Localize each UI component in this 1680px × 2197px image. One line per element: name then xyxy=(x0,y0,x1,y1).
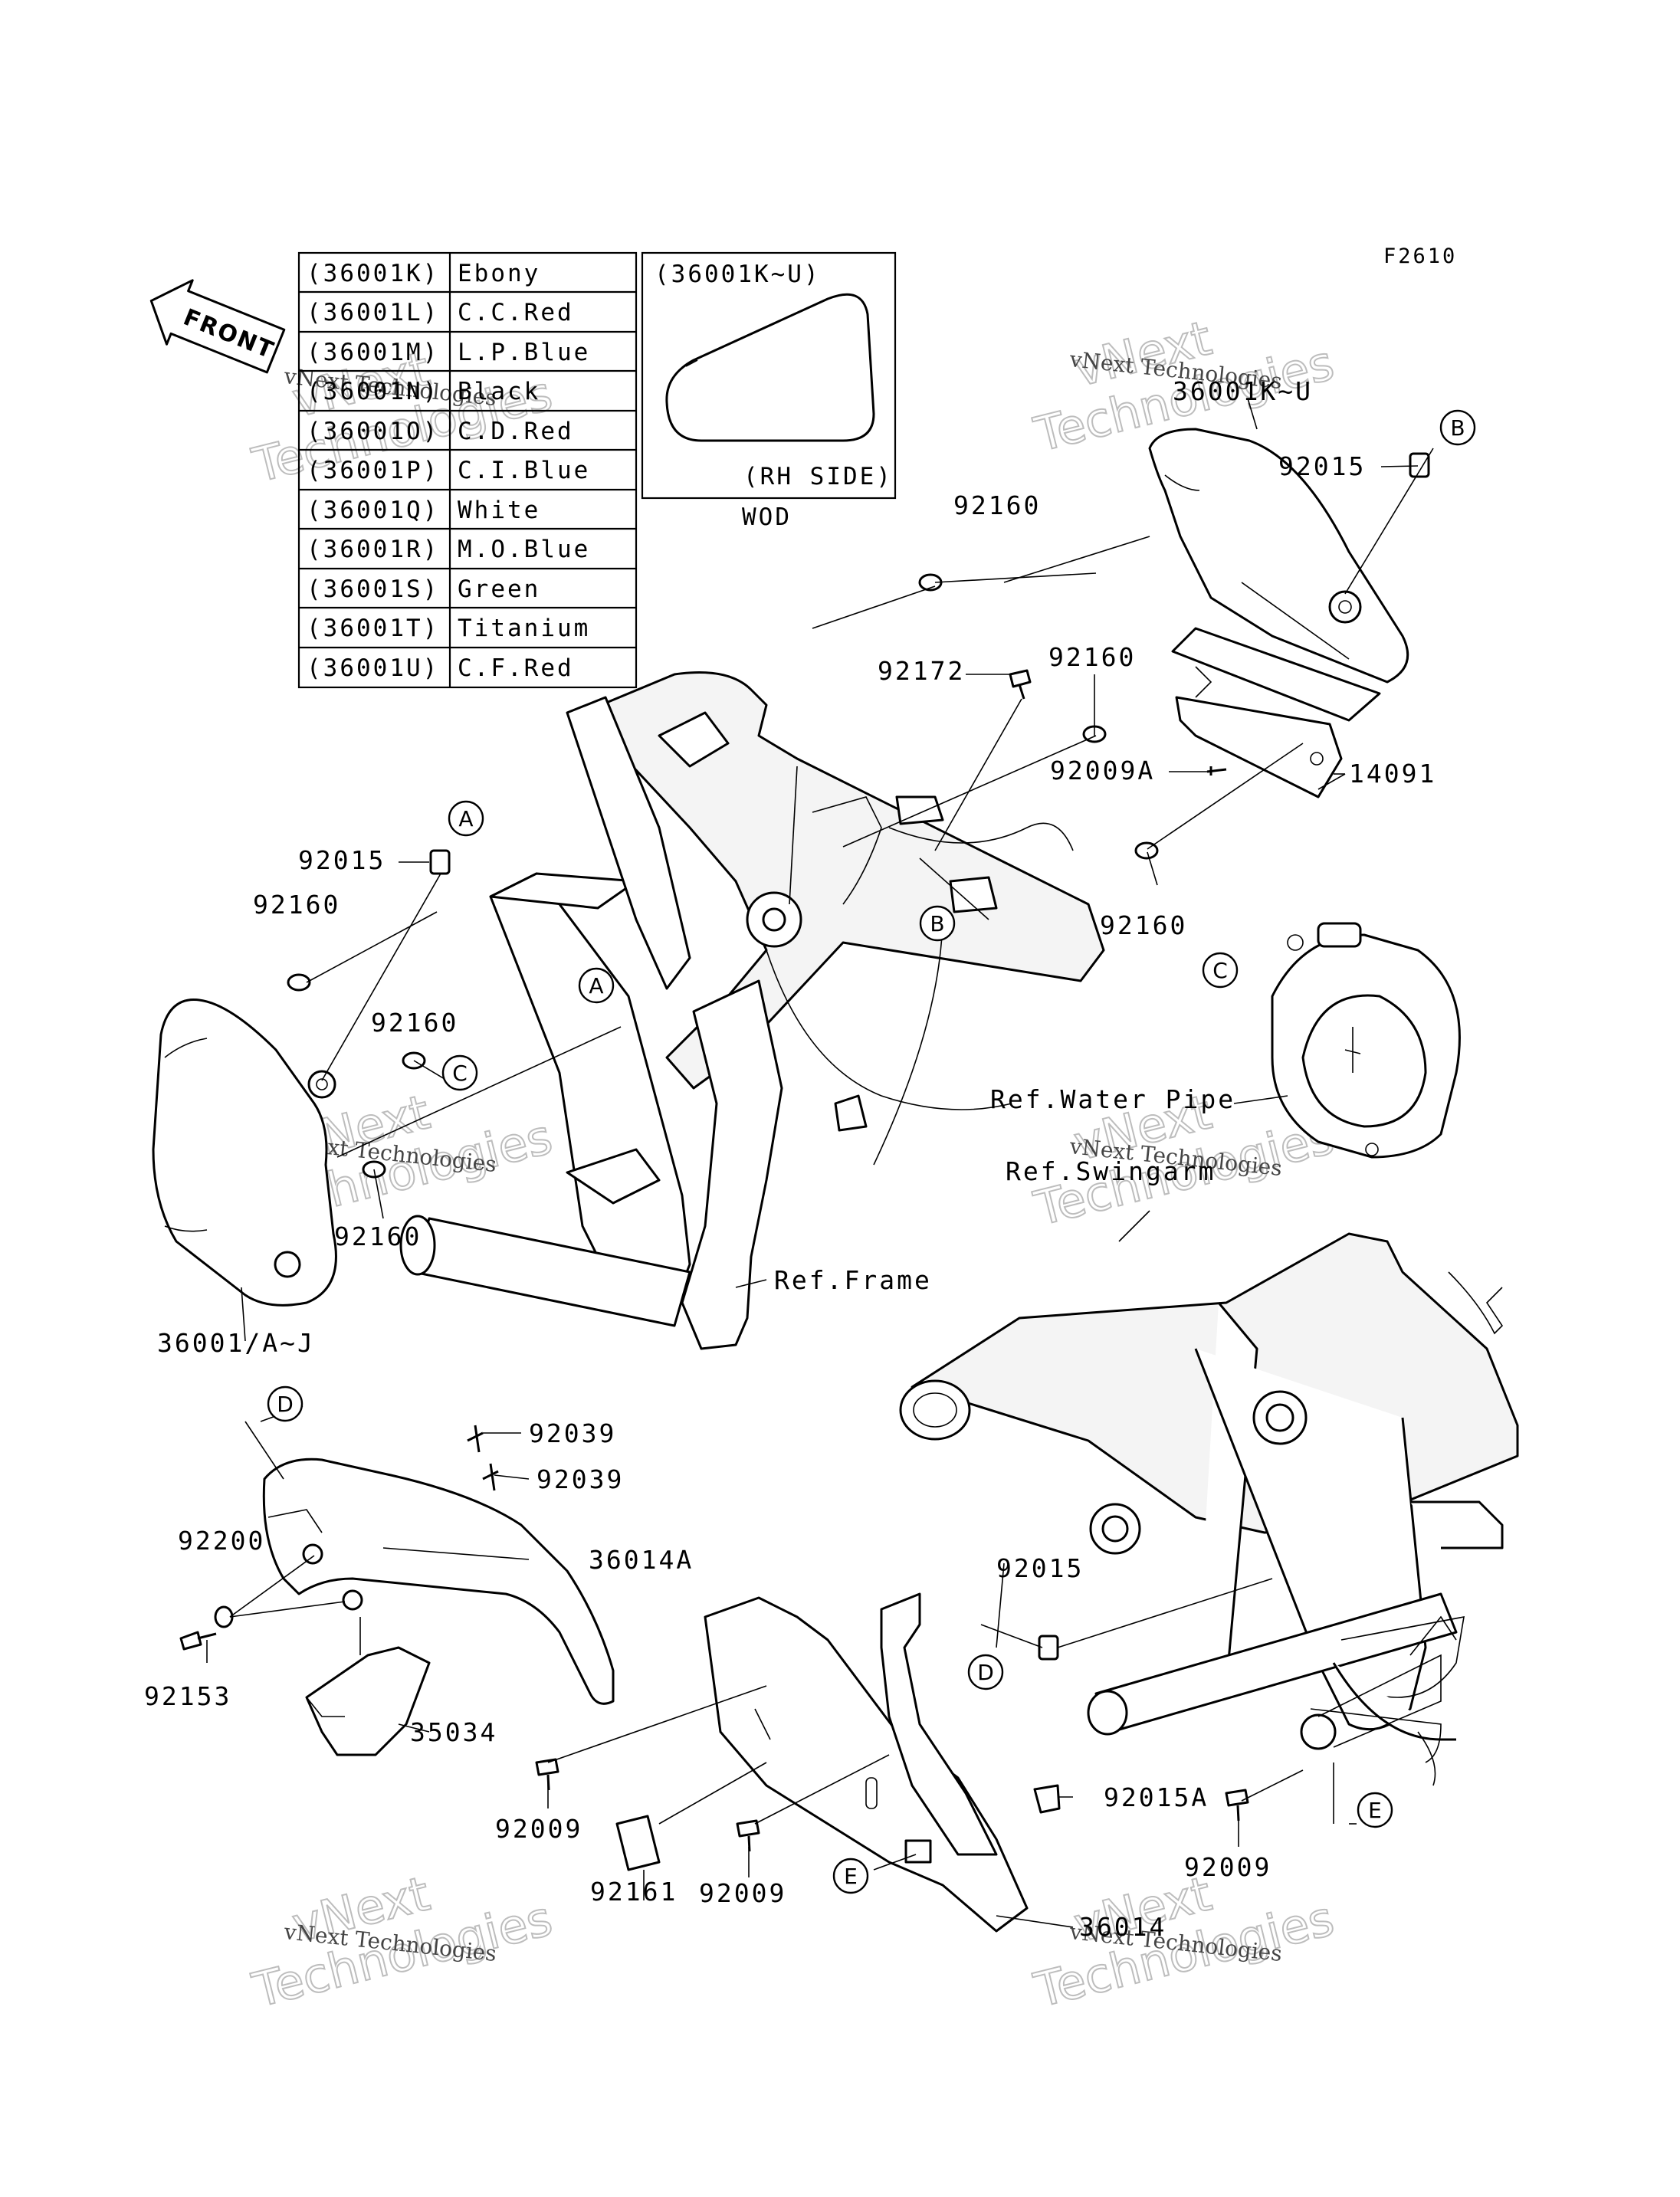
part-label: 35034 xyxy=(410,1717,497,1747)
clip-icon xyxy=(482,1463,499,1491)
right-side-cover xyxy=(1148,428,1409,684)
color-code: (36001L) xyxy=(307,299,439,326)
color-code: (36001S) xyxy=(307,575,439,603)
ref-frame: Ref.Frame xyxy=(774,1265,932,1295)
color-code: (36001U) xyxy=(307,654,439,682)
part-label: 92039 xyxy=(529,1418,616,1448)
grommet-icon xyxy=(287,973,311,992)
left-side-cover xyxy=(152,998,337,1307)
part-label: 92160 xyxy=(334,1221,422,1251)
color-name: White xyxy=(458,497,540,524)
washer-icon xyxy=(214,1605,234,1628)
inset-note: WOD xyxy=(742,503,792,531)
color-code: (36001O) xyxy=(307,418,439,445)
part-label: 36001K~U xyxy=(1173,376,1313,406)
swingarm xyxy=(899,1232,1519,1786)
part-label: 92161 xyxy=(590,1877,678,1907)
color-code: (36001Q) xyxy=(307,497,439,524)
callout-a: A xyxy=(589,973,603,998)
part-label: 92172 xyxy=(878,656,965,686)
callout-c: C xyxy=(452,1061,468,1086)
color-table: (36001K) Ebony (36001L) C.C.Red (36001M)… xyxy=(297,251,638,689)
front-arrow-icon: FRONT xyxy=(149,279,286,374)
part-label: 92200 xyxy=(178,1526,265,1556)
part-labels: 36001K~U 92015 92160 92172 92160 92009A … xyxy=(144,376,1436,1942)
screw-icon xyxy=(1225,1789,1249,1822)
part-label: 92009 xyxy=(495,1814,582,1844)
callout-d: D xyxy=(277,1392,294,1417)
color-name: C.D.Red xyxy=(458,418,574,445)
inset-code: (36001K~U) xyxy=(655,261,821,288)
bolt-icon xyxy=(1009,669,1032,700)
callouts: B A A B C C D D E E xyxy=(267,409,1476,1894)
callout-a: A xyxy=(458,806,473,831)
part-label: 92153 xyxy=(144,1681,231,1711)
part-label: 92009A xyxy=(1050,756,1155,785)
callout-b: B xyxy=(1450,415,1465,441)
collar-92015-icon xyxy=(429,849,451,875)
color-code: (36001N) xyxy=(307,378,439,405)
inset-side: (RH SIDE) xyxy=(743,463,893,490)
clip-icon xyxy=(467,1425,484,1453)
bracket-35034 xyxy=(305,1646,431,1756)
callout-e: E xyxy=(1368,1798,1382,1823)
part-label: 92039 xyxy=(536,1464,624,1494)
pad-icon xyxy=(615,1815,661,1871)
part-label: 92160 xyxy=(1100,910,1187,940)
bolt-icon xyxy=(179,1631,217,1651)
part-label: 92015A xyxy=(1104,1782,1209,1812)
grommet-icon xyxy=(1134,841,1159,860)
lower-cover-36014 xyxy=(704,1592,1029,1933)
part-label: 92160 xyxy=(1048,642,1136,672)
callout-d: D xyxy=(977,1660,994,1685)
part-label: 92160 xyxy=(953,490,1041,520)
callout-c: C xyxy=(1212,958,1228,983)
color-name: M.O.Blue xyxy=(458,536,590,563)
color-name: Ebony xyxy=(458,260,540,287)
hardware xyxy=(179,452,1430,1871)
ref-water-pipe: Ref.Water Pipe xyxy=(990,1084,1235,1114)
bracket-14091 xyxy=(1171,627,1381,798)
part-label: 36014A xyxy=(589,1545,694,1575)
figure-code: F2610 xyxy=(1383,244,1457,268)
part-label: 36014 xyxy=(1079,1912,1166,1942)
color-code: (36001T) xyxy=(307,615,439,642)
color-code: (36001R) xyxy=(307,536,439,563)
part-label: 92009 xyxy=(1184,1852,1271,1882)
part-label: 92160 xyxy=(253,890,340,920)
color-name: C.I.Blue xyxy=(458,457,590,484)
callout-e: E xyxy=(844,1864,858,1889)
color-name: Green xyxy=(458,575,540,603)
part-label: 92160 xyxy=(371,1008,458,1038)
screw-icon xyxy=(535,1758,559,1791)
part-label: 92015 xyxy=(298,845,386,875)
color-name: C.C.Red xyxy=(458,299,574,326)
leader-lines xyxy=(206,398,1434,1928)
chain-cover-36014a xyxy=(262,1458,615,1705)
inset-box: (36001K~U) (RH SIDE) WOD xyxy=(641,251,897,531)
part-label: 92009 xyxy=(699,1878,786,1908)
color-code: (36001K) xyxy=(307,260,439,287)
color-name: Titanium xyxy=(458,615,590,642)
part-label: 92015 xyxy=(996,1553,1084,1583)
screw-icon xyxy=(1206,766,1227,776)
frame xyxy=(399,671,1105,1350)
color-name: C.F.Red xyxy=(458,654,574,682)
color-name: Black xyxy=(458,378,540,405)
color-code: (36001M) xyxy=(307,339,439,366)
part-label: 36001/A~J xyxy=(157,1328,315,1358)
clip-icon xyxy=(1033,1784,1061,1814)
color-name: L.P.Blue xyxy=(458,339,590,366)
collar-92015-icon xyxy=(1409,452,1430,478)
part-label: 14091 xyxy=(1349,759,1436,789)
ref-swingarm: Ref.Swingarm xyxy=(1006,1156,1216,1186)
part-label: 92015 xyxy=(1278,451,1366,481)
water-pipe-cover xyxy=(1271,922,1461,1159)
reference-labels: Ref.Water Pipe Ref.Swingarm Ref.Frame xyxy=(774,1084,1235,1295)
color-code: (36001P) xyxy=(307,457,439,484)
screw-icon xyxy=(736,1819,760,1852)
callout-b: B xyxy=(930,911,944,936)
